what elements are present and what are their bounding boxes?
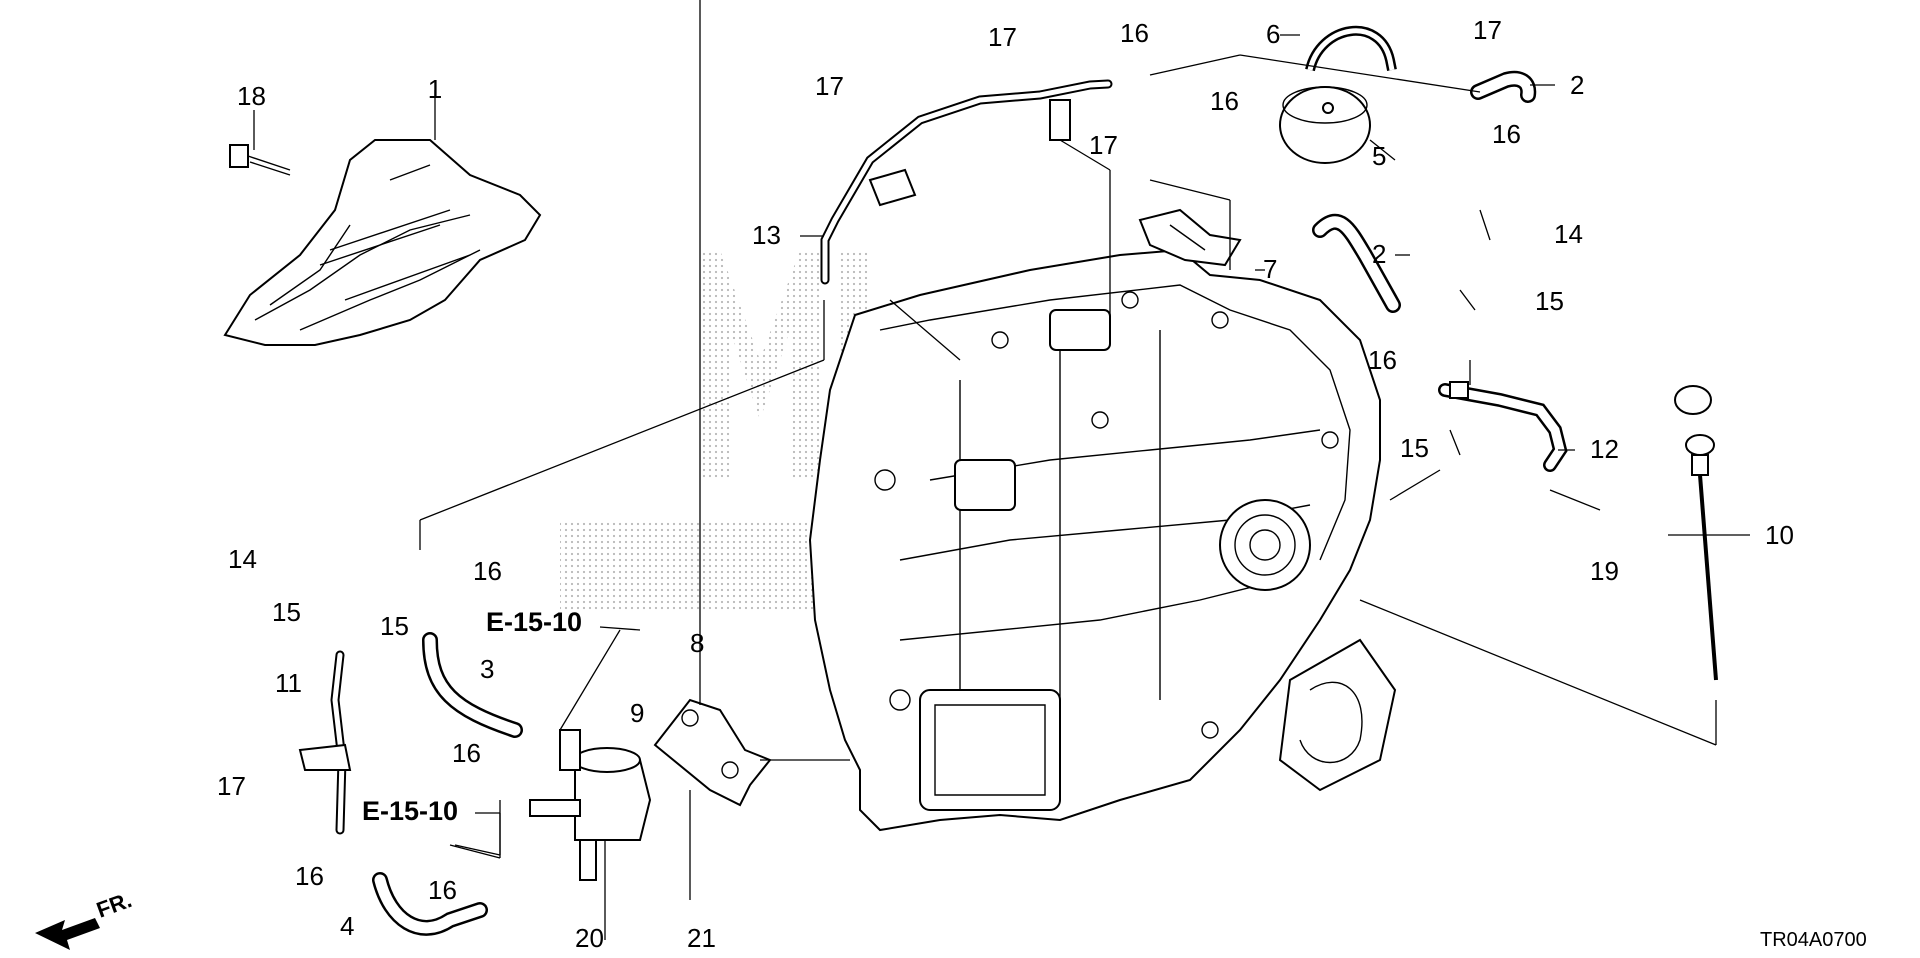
callout-17-bracket: 17 — [1089, 130, 1118, 160]
callout-17-top-center: 17 — [988, 22, 1017, 52]
callout-15-left-2: 15 — [380, 611, 409, 641]
reference-labels: E-15-10 E-15-10 — [362, 607, 641, 859]
callout-2-upper: 2 — [1570, 70, 1584, 100]
bracket-7 — [1138, 208, 1242, 267]
callout-10: 10 — [1765, 520, 1794, 550]
bolt-18 — [229, 144, 291, 176]
transmission-undercover — [223, 139, 542, 346]
callout-labels: 1 2 2 3 4 5 6 7 8 9 10 11 12 13 14 14 15… — [217, 15, 1794, 953]
reference-e-15-10-lower: E-15-10 — [362, 796, 458, 826]
leader-lines — [253, 0, 1750, 940]
bracket-8 — [653, 698, 772, 807]
callout-17-top-right: 17 — [1473, 15, 1502, 45]
hose-2-upper — [1470, 70, 1537, 103]
dipstick-10 — [1674, 385, 1718, 681]
front-label: FR. — [93, 887, 135, 923]
callout-16-center: 16 — [473, 556, 502, 586]
callout-7: 7 — [1263, 254, 1277, 284]
callout-3: 3 — [480, 654, 494, 684]
callout-14-left: 14 — [228, 544, 257, 574]
callout-16-top: 16 — [1120, 18, 1149, 48]
front-direction-indicator: FR. — [35, 887, 135, 950]
breather-tube-13 — [820, 79, 1113, 285]
callout-16-cap-left: 16 — [1210, 86, 1239, 116]
callout-14-right: 14 — [1554, 219, 1583, 249]
callout-1: 1 — [428, 74, 442, 104]
callout-12: 12 — [1590, 434, 1619, 464]
reference-e-15-10-upper: E-15-10 — [486, 607, 582, 637]
callout-20: 20 — [575, 923, 604, 953]
callout-6: 6 — [1266, 19, 1280, 49]
pipe-12 — [1438, 381, 1568, 472]
hose-2-lower — [1312, 214, 1401, 313]
callout-15-left: 15 — [272, 597, 301, 627]
callout-8: 8 — [690, 628, 704, 658]
callout-16-hose: 16 — [1368, 345, 1397, 375]
callout-5: 5 — [1372, 141, 1386, 171]
callout-15-right-upper: 15 — [1535, 286, 1564, 316]
callout-13: 13 — [752, 220, 781, 250]
cap-5 — [1279, 86, 1371, 164]
callout-16-lower-left: 16 — [295, 861, 324, 891]
callout-16-bottom: 16 — [428, 875, 457, 905]
clamp-6 — [1305, 25, 1397, 72]
callout-17-top-left: 17 — [815, 71, 844, 101]
callout-17-left: 17 — [217, 771, 246, 801]
diagram-code: TR04A0700 — [1760, 929, 1867, 951]
callout-2-lower: 2 — [1372, 239, 1386, 269]
transmission-assembly — [808, 248, 1397, 832]
callout-16-lower-mid: 16 — [452, 738, 481, 768]
pipe-11 — [298, 650, 352, 835]
front-arrow-icon — [35, 918, 100, 950]
callout-16-cap-right: 16 — [1492, 119, 1521, 149]
hose-3 — [422, 632, 523, 738]
callout-18: 18 — [237, 81, 266, 111]
callout-19: 19 — [1590, 556, 1619, 586]
callout-4: 4 — [340, 911, 354, 941]
callout-15-right-lower: 15 — [1400, 433, 1429, 463]
hose-4 — [372, 872, 488, 936]
callout-11: 11 — [275, 668, 302, 698]
callout-9: 9 — [630, 698, 644, 728]
callout-21: 21 — [687, 923, 716, 953]
filter-9 — [529, 729, 652, 881]
